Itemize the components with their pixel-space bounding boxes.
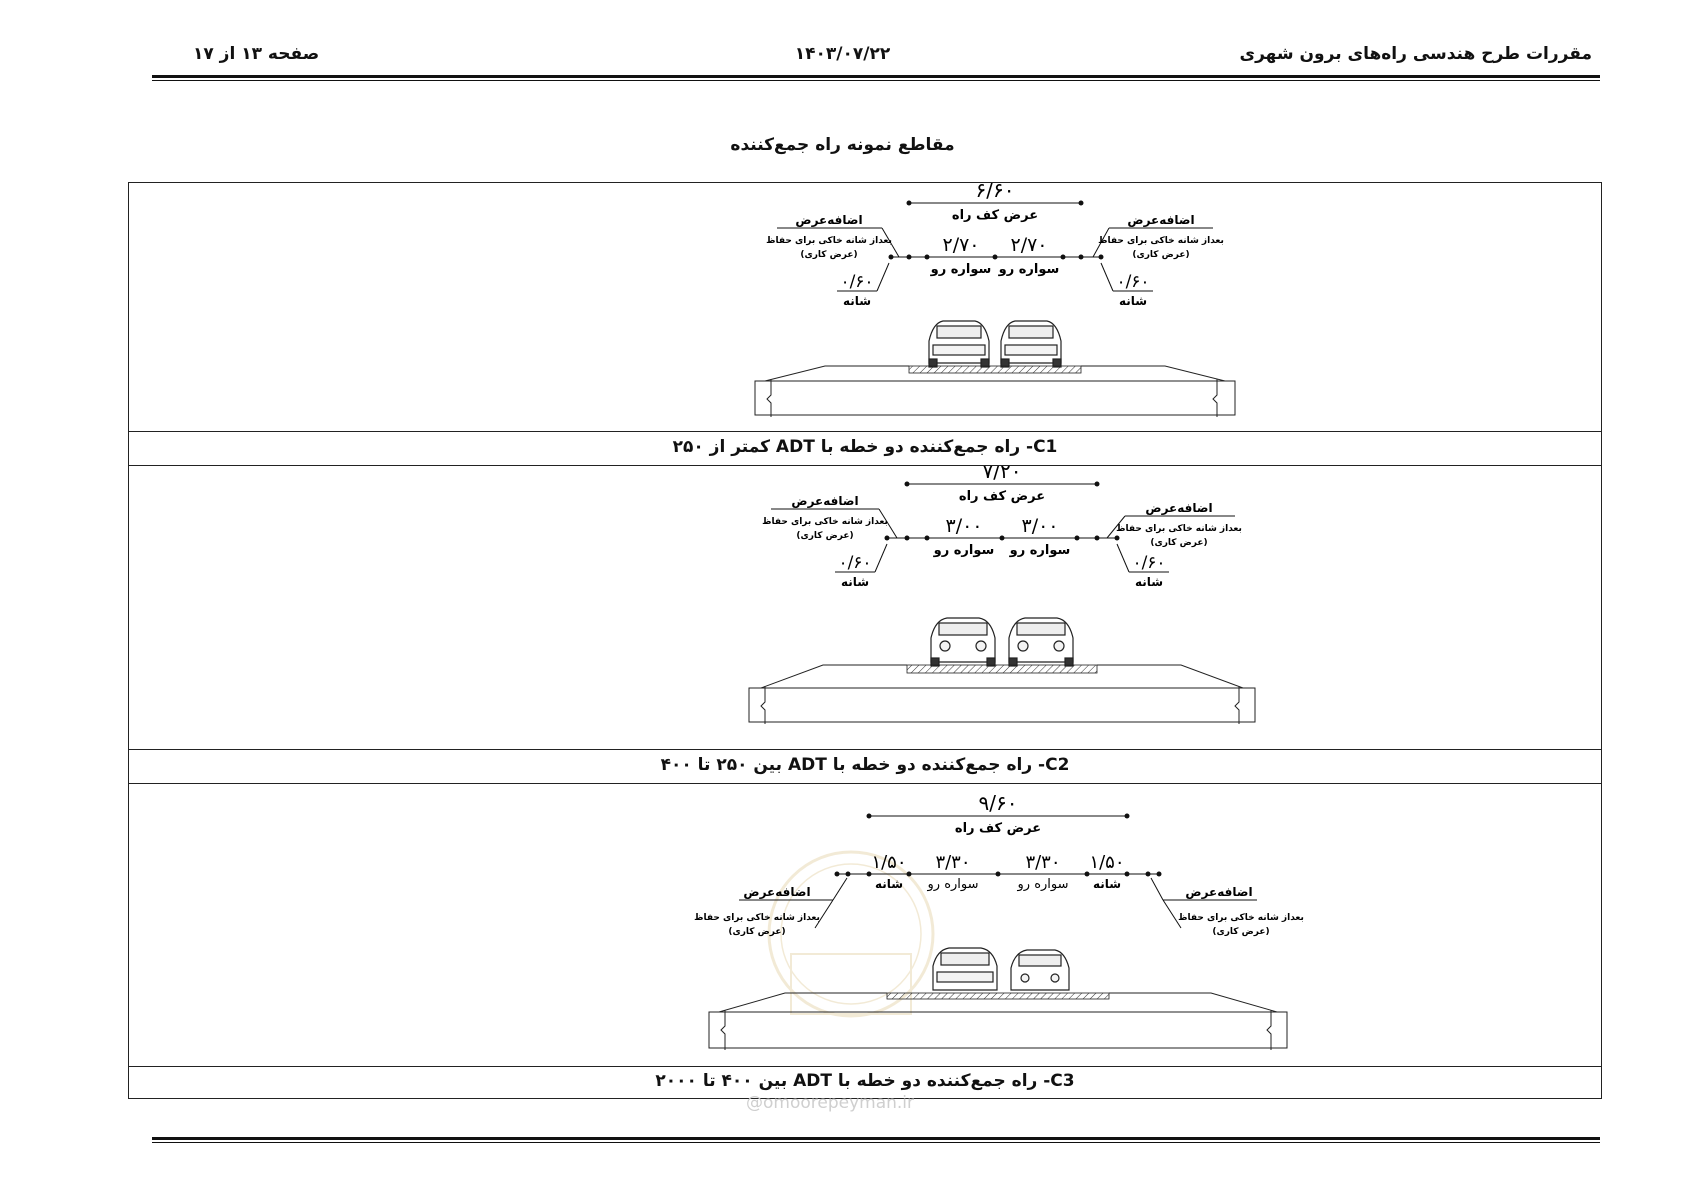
c2-lane-width-right: ۳/۰۰ xyxy=(1021,515,1058,537)
footer-rule xyxy=(152,1137,1600,1143)
section-c2-drawing: ۷/۲۰ عرض کف راه ۳/۰۰ ۳/۰۰ سواره رو سواره… xyxy=(748,466,1256,724)
c2-extra-line2-left: (عرض کاری) xyxy=(796,531,853,541)
c2-extra-line2-right: (عرض کاری) xyxy=(1150,538,1207,548)
c1-roadway-label: عرض کف راه xyxy=(952,208,1038,223)
c3-extra-line2-left: (عرض کاری) xyxy=(728,927,785,937)
c1-lane-label-left: سواره رو xyxy=(930,262,992,277)
c2-caption: C2- راه جمع‌کننده دو خطه با ADT بین ۲۵۰ … xyxy=(660,755,1070,775)
c2-caption-top xyxy=(129,749,1601,750)
c3-shoulder-width-left: ۱/۵۰ xyxy=(871,852,906,873)
car-icon xyxy=(1000,320,1062,368)
c3-extra-title-right: اضافه‌عرض xyxy=(1185,885,1252,899)
c2-extra-line1-left: بعداز شانه خاکی برای حفاظ xyxy=(762,517,888,527)
watermark-text: @omoorepeyman.ir xyxy=(746,1093,915,1113)
car-icon xyxy=(1008,617,1074,667)
page-date: ۱۴۰۳/۰۷/۲۲ xyxy=(794,44,891,64)
c2-shoulder-label-left: شانه xyxy=(841,575,869,589)
c3-total-width: ۹/۶۰ xyxy=(979,791,1018,815)
c1-shoulder-label-left: شانه xyxy=(843,294,871,308)
c1-extra-line2-right: (عرض کاری) xyxy=(1132,250,1189,260)
c3-caption: C3- راه جمع‌کننده دو خطه با ADT بین ۴۰۰ … xyxy=(655,1071,1075,1091)
c1-extra-title-right: اضافه‌عرض xyxy=(1127,213,1194,227)
c2-lane-width-left: ۳/۰۰ xyxy=(945,515,982,537)
c1-caption-bottom xyxy=(129,465,1601,466)
c2-total-width: ۷/۲۰ xyxy=(983,466,1022,483)
c2-extra-line1-right: بعداز شانه خاکی برای حفاظ xyxy=(1116,524,1242,534)
c1-shoulder-label-right: شانه xyxy=(1119,294,1147,308)
c3-shoulder-label-left: شانه xyxy=(875,877,903,891)
section-c1-drawing: ۶/۶۰ عرض کف راه ۲/۷۰ ۲/۷۰ سواره رو سواره… xyxy=(754,183,1236,417)
c2-shoulder-width-right: ۰/۶۰ xyxy=(1132,553,1165,573)
c2-roadway-label: عرض کف راه xyxy=(959,489,1045,504)
c1-caption: C1- راه جمع‌کننده دو خطه با ADT کمتر از … xyxy=(672,437,1058,457)
c3-lane-label-left: سواره رو xyxy=(927,877,979,892)
c2-shoulder-label-right: شانه xyxy=(1135,575,1163,589)
c1-total-width: ۶/۶۰ xyxy=(976,183,1015,202)
c3-roadway-label: عرض کف راه xyxy=(955,821,1041,836)
c3-shoulder-label-right: شانه xyxy=(1093,877,1121,891)
c1-caption-top xyxy=(129,431,1601,432)
c2-extra-title-left: اضافه‌عرض xyxy=(791,494,858,508)
c1-extra-line2-left: (عرض کاری) xyxy=(800,250,857,260)
car-icon xyxy=(930,617,996,667)
section-c3-drawing: ۹/۶۰ عرض کف راه ۱/۵۰ ۳/۳۰ ۳/۳۰ ۱/۵۰ شانه… xyxy=(694,791,1304,1050)
c3-extra-line1-left: بعداز شانه خاکی برای حفاظ xyxy=(694,913,820,923)
c3-shoulder-width-right: ۱/۵۰ xyxy=(1089,852,1124,873)
c3-caption-top xyxy=(129,1066,1601,1067)
header-rule xyxy=(152,75,1600,81)
c1-extra-line1-left: بعداز شانه خاکی برای حفاظ xyxy=(766,236,892,246)
c2-lane-label-right: سواره رو xyxy=(1009,543,1071,558)
c3-extra-title-left: اضافه‌عرض xyxy=(743,885,810,899)
c3-lane-width-left: ۳/۳۰ xyxy=(935,852,970,873)
c1-extra-title-left: اضافه‌عرض xyxy=(795,213,862,227)
c2-lane-label-left: سواره رو xyxy=(933,543,995,558)
c1-extra-line1-right: بعداز شانه خاکی برای حفاظ xyxy=(1098,236,1224,246)
watermark-logo xyxy=(767,850,935,1018)
c1-lane-width-right: ۲/۷۰ xyxy=(1010,234,1047,256)
document-title: مقررات طرح هندسی راه‌های برون شهری xyxy=(1239,44,1592,64)
c3-lane-width-right: ۳/۳۰ xyxy=(1025,852,1060,873)
c3-lane-label-right: سواره رو xyxy=(1017,877,1069,892)
page-title: مقاطع نمونه راه جمع‌کننده xyxy=(730,135,955,155)
c1-shoulder-width-right: ۰/۶۰ xyxy=(1116,272,1149,292)
c2-extra-title-right: اضافه‌عرض xyxy=(1145,501,1212,515)
sections-table: ۶/۶۰ عرض کف راه ۲/۷۰ ۲/۷۰ سواره رو سواره… xyxy=(128,182,1602,1099)
c2-shoulder-width-left: ۰/۶۰ xyxy=(838,553,871,573)
c3-extra-line1-right: بعداز شانه خاکی برای حفاظ xyxy=(1178,913,1304,923)
c3-extra-line2-right: (عرض کاری) xyxy=(1212,927,1269,937)
page-number: صفحه ۱۳ از ۱۷ xyxy=(193,44,320,64)
c1-shoulder-width-left: ۰/۶۰ xyxy=(840,272,873,292)
c1-lane-label-right: سواره رو xyxy=(998,262,1060,277)
c2-caption-bottom xyxy=(129,783,1601,784)
car-icon xyxy=(932,947,998,991)
car-icon xyxy=(928,320,990,368)
car-icon xyxy=(1010,949,1070,991)
c1-lane-width-left: ۲/۷۰ xyxy=(942,234,979,256)
